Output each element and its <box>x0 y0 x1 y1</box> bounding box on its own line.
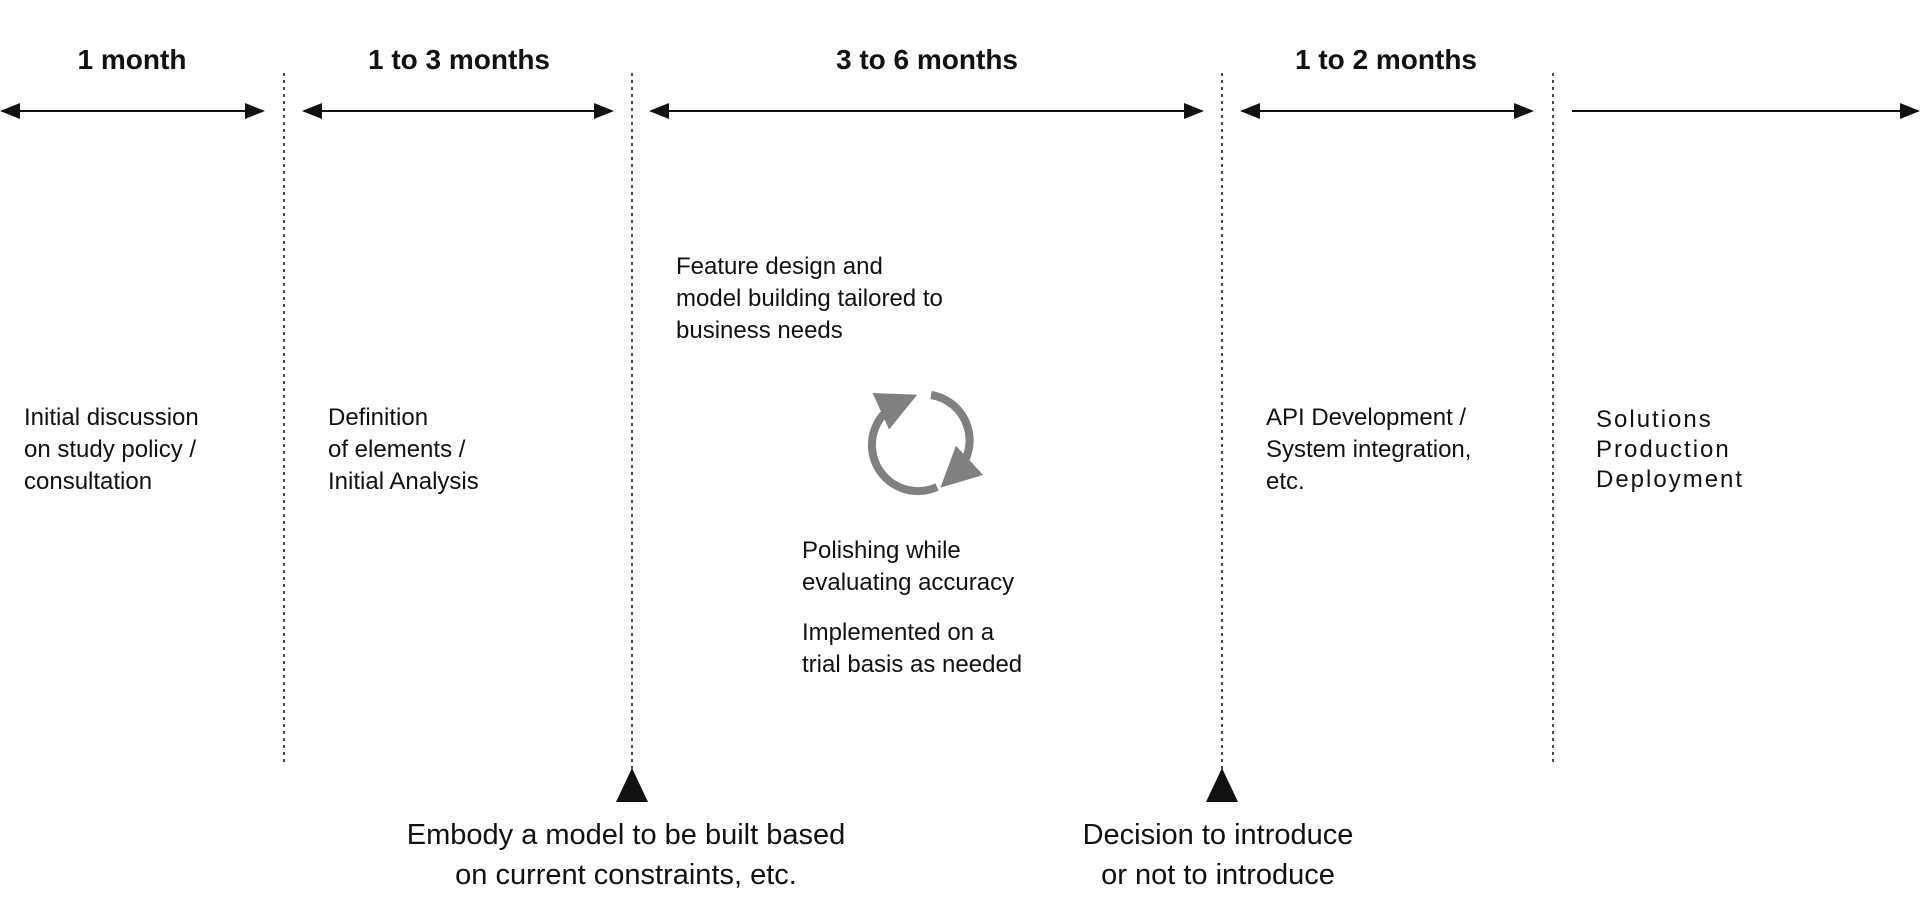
phase-duration-3: 3 to 6 months <box>835 44 1019 75</box>
cycle-note-polishing: Polishing while evaluating accuracy <box>802 537 1015 596</box>
phase-duration-2: 1 to 3 months <box>367 44 551 75</box>
triangle-marker-icon <box>616 768 648 802</box>
cycle-note-trial: Implemented on a trial basis as needed <box>802 619 1023 678</box>
phase-description-5: Solutions Production Deployment <box>1596 406 1745 493</box>
cycle-arrows-icon <box>867 391 984 496</box>
milestone-label-2: Decision to introduce or not to introduc… <box>1082 819 1354 891</box>
phase-description-4: API Development / System integration, et… <box>1266 404 1472 495</box>
phase-duration-1: 1 month <box>77 44 187 75</box>
milestone-label-1: Embody a model to be built based on curr… <box>406 819 846 891</box>
phase-duration-4: 1 to 2 months <box>1294 44 1478 75</box>
triangle-marker-icon <box>1206 768 1238 802</box>
phase-description-3: Feature design and model building tailor… <box>676 253 943 344</box>
phase-description-2: Definition of elements / Initial Analysi… <box>328 404 479 495</box>
phase-description-1: Initial discussion on study policy / con… <box>24 404 199 495</box>
